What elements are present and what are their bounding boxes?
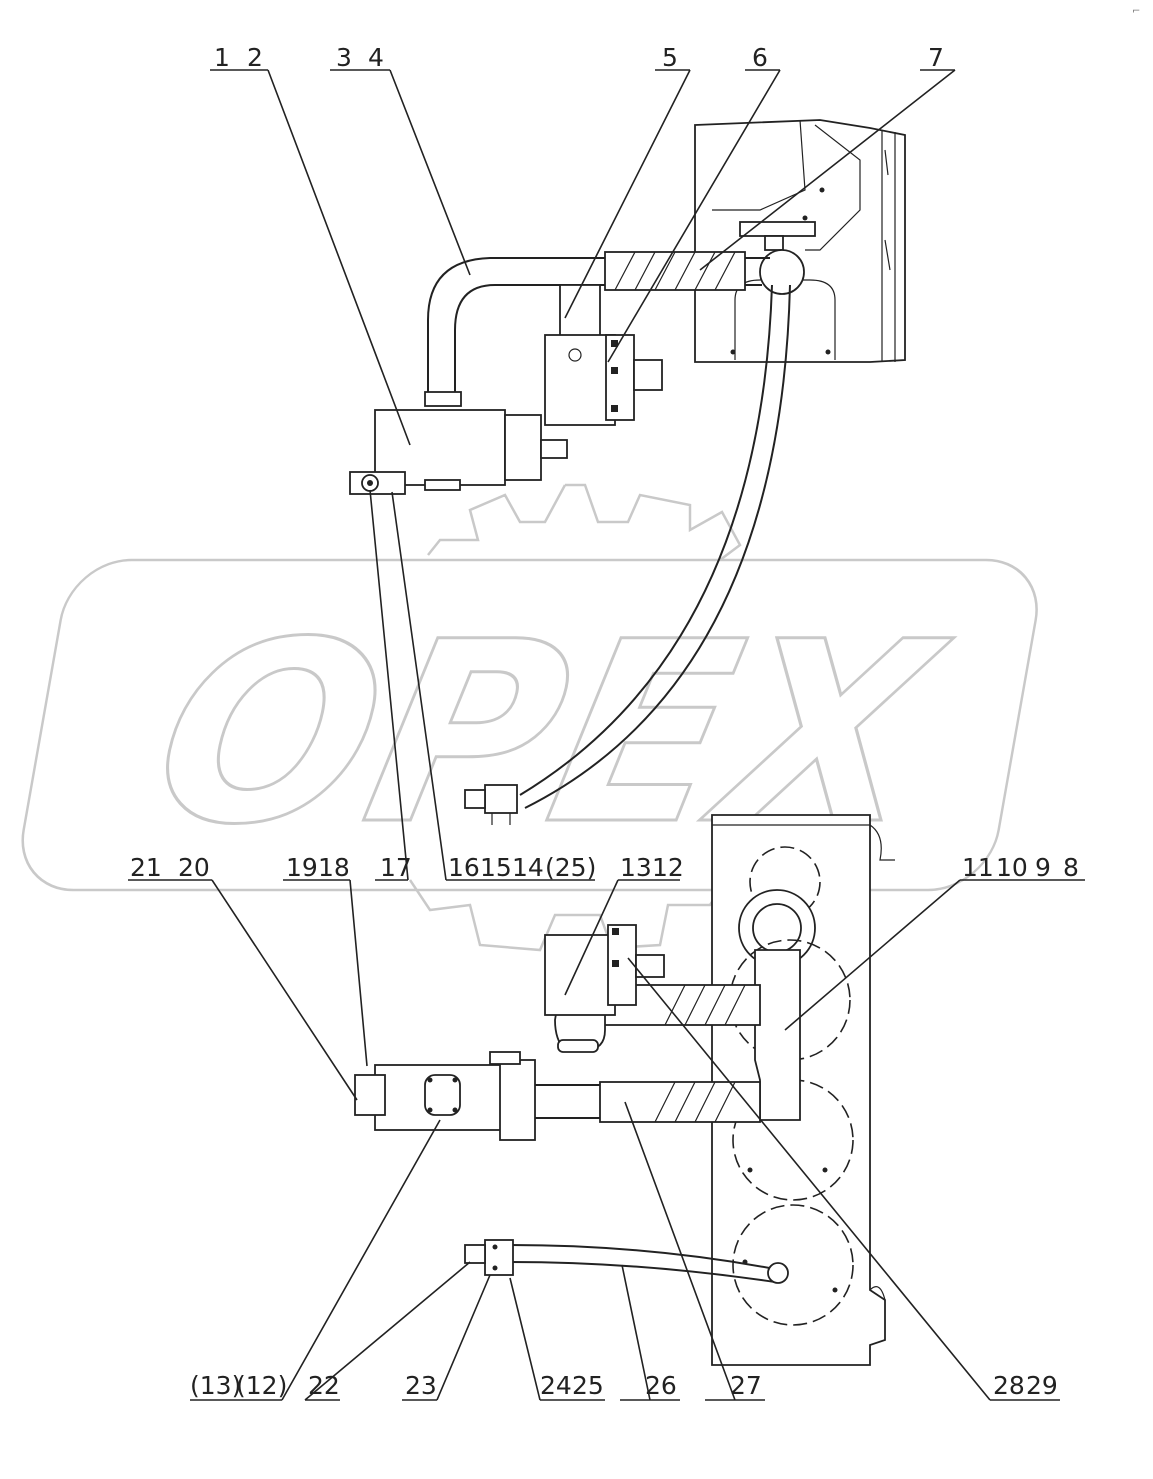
- callout-22: 22: [308, 1371, 340, 1400]
- lower-small-pump: [544, 924, 665, 1016]
- callout-1: 1: [214, 43, 230, 72]
- pressure-hose-7: [464, 284, 791, 825]
- callout-29: 29: [1026, 1371, 1058, 1400]
- tank-cover-4: [732, 1204, 854, 1326]
- callout-20: 20: [178, 853, 210, 882]
- callout-27: 27: [730, 1371, 762, 1400]
- callout-12-paren: (12): [236, 1371, 287, 1400]
- callout-labels: 1 2 3 4 5 6 7 21 20 19 18 17 16 15 14 (2…: [130, 43, 1079, 1400]
- lower-main-pump: [354, 1051, 536, 1141]
- drain-hose-26: [464, 1239, 789, 1284]
- callout-14: 14: [512, 853, 544, 882]
- callout-10: 10: [996, 853, 1028, 882]
- callout-28: 28: [993, 1371, 1025, 1400]
- callout-25: 25: [572, 1371, 604, 1400]
- callout-13: 13: [620, 853, 652, 882]
- suction-pipe-top: [424, 251, 770, 407]
- callout-12: 12: [652, 853, 684, 882]
- callout-17: 17: [380, 853, 412, 882]
- callout-5: 5: [662, 43, 678, 72]
- callout-21: 21: [130, 853, 162, 882]
- tank-cover-1: [749, 846, 821, 918]
- main-pump: [349, 409, 568, 495]
- callout-4: 4: [368, 43, 384, 72]
- callout-9: 9: [1035, 853, 1051, 882]
- callout-6: 6: [752, 43, 768, 72]
- callout-26: 26: [645, 1371, 677, 1400]
- callout-3: 3: [336, 43, 352, 72]
- callout-11: 11: [962, 853, 994, 882]
- upper-frame: [694, 119, 906, 363]
- callout-2: 2: [247, 43, 263, 72]
- upper-small-pump: [544, 284, 663, 426]
- callout-16: 16: [448, 853, 480, 882]
- watermark-frame: [21, 558, 1038, 892]
- corner-mark: ⌐: [1132, 6, 1140, 17]
- callout-25-paren: (25): [545, 853, 596, 882]
- callout-15: 15: [480, 853, 512, 882]
- upper-flange: [739, 221, 816, 295]
- callout-18: 18: [318, 853, 350, 882]
- leader-lines: [128, 69, 1085, 1401]
- callout-23: 23: [405, 1371, 437, 1400]
- callout-13-paren: (13): [190, 1371, 241, 1400]
- callout-8: 8: [1063, 853, 1079, 882]
- callout-19: 19: [286, 853, 318, 882]
- callout-24: 24: [540, 1371, 572, 1400]
- callout-7: 7: [928, 43, 944, 72]
